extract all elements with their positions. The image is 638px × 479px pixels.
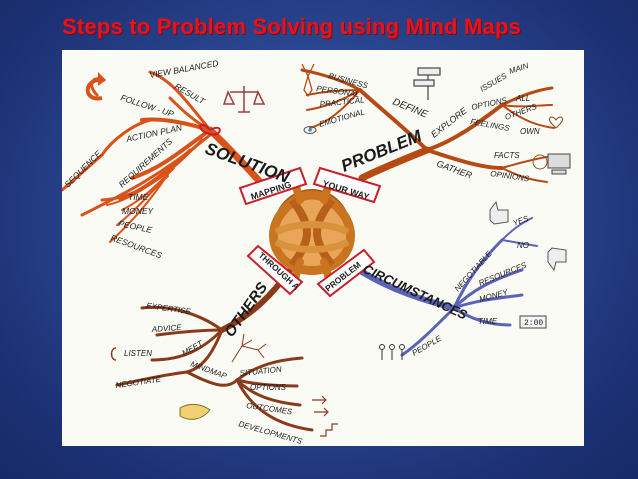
label-own: OWN — [520, 127, 540, 136]
label-issues: ISSUES — [479, 71, 509, 94]
label-circ-money: MONEY — [478, 287, 509, 303]
computer-icon — [547, 153, 571, 175]
label-listen: LISTEN — [124, 349, 152, 358]
label-time: TIME — [128, 192, 149, 202]
label-money: MONEY — [122, 206, 155, 216]
label-all: ALL — [515, 94, 530, 103]
branch-solution: SOLUTION — [203, 139, 293, 187]
clock-time: 2:00 — [524, 319, 543, 328]
circumstances-branches — [359, 217, 538, 357]
tree-sketch-icon — [231, 333, 267, 363]
handshake-icon — [179, 403, 211, 420]
bow-icon — [199, 123, 221, 136]
slide-title: Steps to Problem Solving using Mind Maps — [62, 14, 522, 39]
tie-icon — [301, 63, 315, 98]
others-branches — [115, 267, 314, 432]
label-practical: PRACTICAL — [319, 95, 365, 109]
label-negotiable: NEGOTIABLE — [453, 249, 494, 294]
face-icon — [532, 154, 548, 170]
label-feelings: FEELINGS — [470, 117, 511, 133]
ear-icon — [110, 347, 117, 361]
arrows-icon — [312, 395, 329, 417]
label-follow-up: FOLLOW - UP — [119, 92, 175, 119]
mind-map-panel: MAPPING YOUR WAY THROUGH A PROBLEM SOLUT… — [62, 50, 584, 446]
steps-icon — [320, 423, 338, 437]
problem-branches — [300, 68, 555, 183]
label-no: NO — [517, 241, 529, 250]
balance-scale-icon — [222, 86, 266, 113]
label-negotiate: NEGOTIATE — [115, 375, 162, 390]
branch-circumstances: CIRCUMSTANCES — [361, 261, 470, 323]
label-meet: MEET — [181, 338, 206, 357]
label-circ-time: TIME — [478, 317, 498, 326]
label-opinions: OPINIONS — [490, 169, 531, 183]
label-facts: FACTS — [494, 151, 520, 160]
label-yes: YES — [512, 214, 531, 228]
mind-map-diagram: MAPPING YOUR WAY THROUGH A PROBLEM SOLUT… — [62, 58, 571, 446]
central-knot — [269, 176, 355, 286]
heart-icon — [549, 116, 563, 129]
label-define: DEFINE — [391, 97, 429, 121]
label-developments: DEVELOPMENTS — [237, 419, 303, 446]
label-others-options: OPTIONS — [250, 383, 287, 392]
label-expertise: EXPERTISE — [146, 301, 192, 316]
label-sequence: SEQUENCE — [62, 148, 103, 189]
thumbs-down-icon — [547, 247, 567, 272]
clock-display: 2:00 — [519, 315, 547, 329]
branch-others: OTHERS — [221, 279, 271, 340]
thumbs-up-icon — [489, 200, 509, 225]
eye-icon — [303, 126, 317, 134]
center-ribbons — [238, 166, 382, 298]
label-options: OPTIONS — [471, 96, 509, 112]
people-icon — [379, 344, 405, 360]
return-arrow-icon — [85, 72, 106, 101]
label-advice: ADVICE — [151, 323, 183, 334]
label-view-balanced: VIEW BALANCED — [149, 58, 220, 80]
label-situation: SITUATION — [239, 365, 282, 378]
label-people: PEOPLE — [118, 218, 154, 235]
label-main: MAIN — [508, 61, 530, 76]
label-resources: RESOURCES — [109, 232, 163, 260]
signpost-icon — [413, 67, 441, 100]
label-emotional: EMOTIONAL — [318, 107, 366, 129]
solution-branches — [62, 70, 264, 243]
